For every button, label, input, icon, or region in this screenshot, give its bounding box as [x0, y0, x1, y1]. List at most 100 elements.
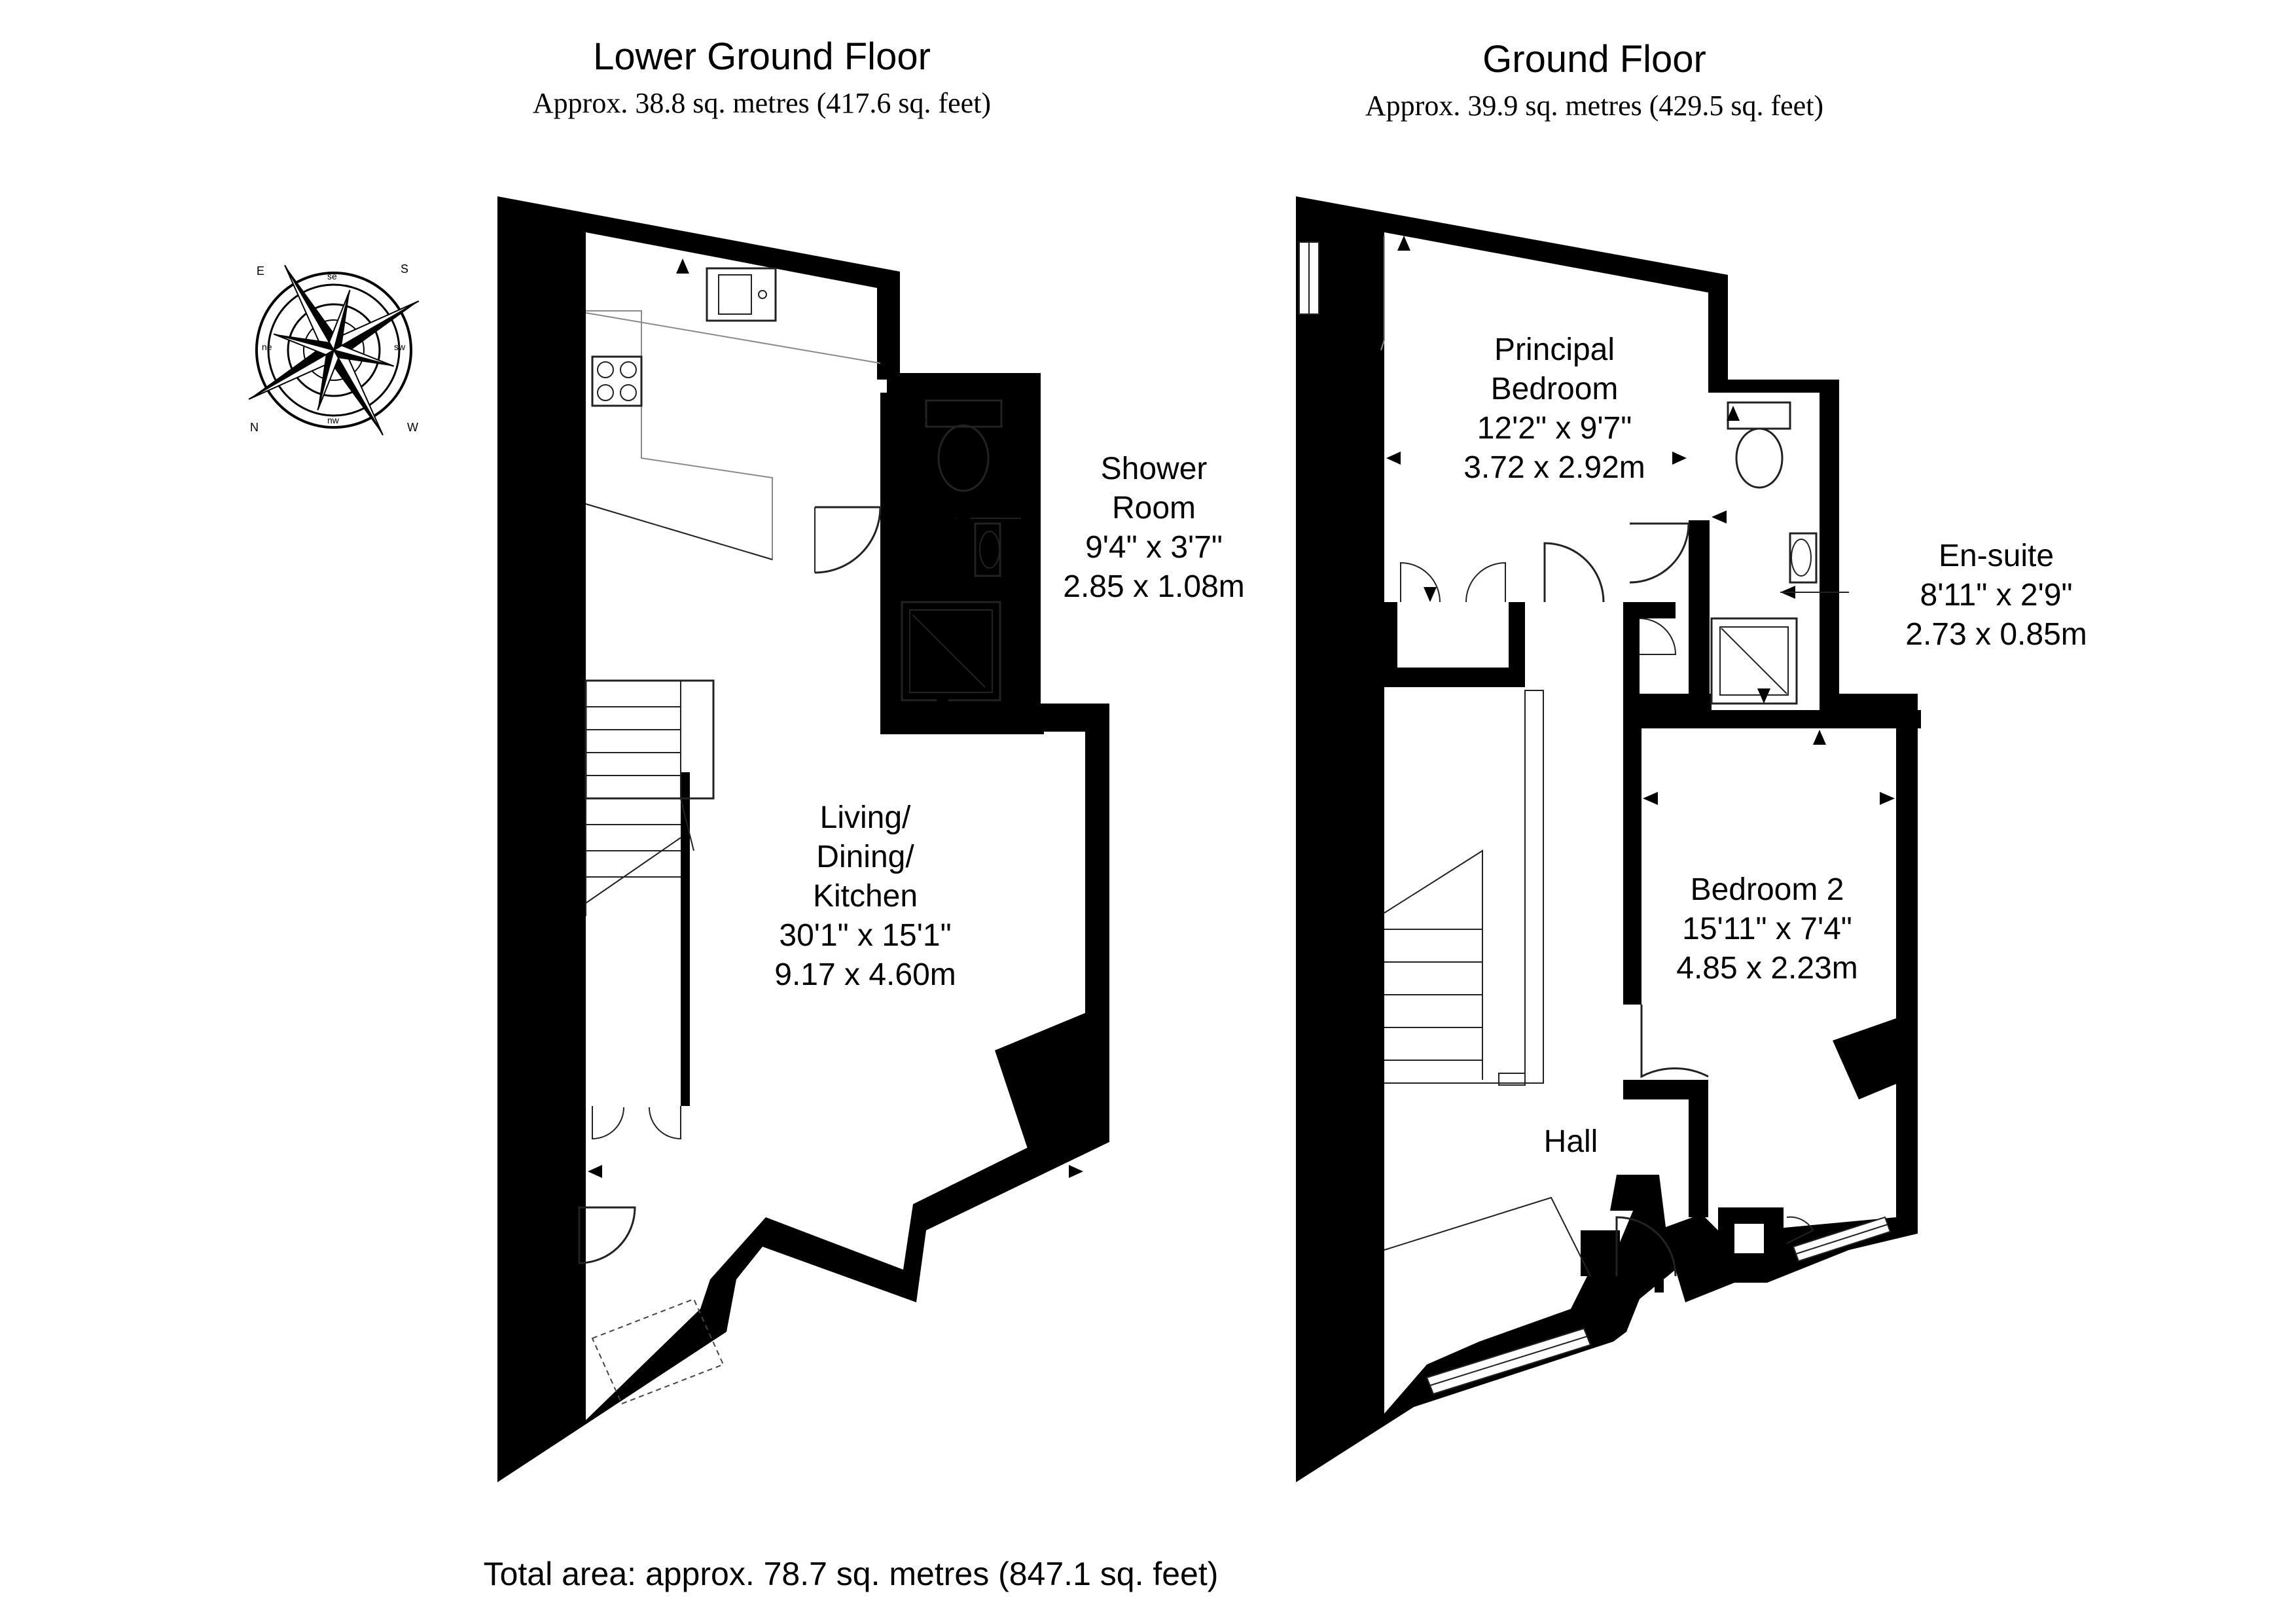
compass-label: ne — [262, 342, 272, 352]
compass-label: sw — [394, 342, 406, 352]
shower-room-door — [814, 506, 882, 574]
shower-tray-icon — [1710, 617, 1798, 705]
principal-bedroom-door — [1543, 542, 1605, 603]
entrance-arrow-icon — [1644, 1253, 1674, 1293]
basin-icon — [974, 522, 1001, 577]
bedroom-2-wall — [1689, 1080, 1708, 1217]
room-metric-size: 2.85 x 1.08m — [1063, 569, 1245, 604]
kitchen-worktop — [585, 310, 773, 561]
ground-floor-walls — [1296, 196, 1918, 1482]
ground-floor-title: Ground Floor — [1482, 38, 1706, 80]
lower-ground-floor-area: Approx. 38.8 sq. metres (417.6 sq. feet) — [533, 87, 991, 119]
ensuite-wall — [1689, 520, 1710, 710]
cupboard-door — [1639, 618, 1677, 655]
dimension-arrow — [936, 698, 949, 713]
shower-room-wall — [880, 713, 1044, 734]
room-name: Shower — [1101, 452, 1208, 486]
room-metric-size: 3.72 x 2.92m — [1463, 450, 1645, 485]
window-reveal — [1380, 236, 1385, 351]
hob-icon — [591, 355, 643, 407]
staircase — [584, 679, 715, 916]
bedroom-2-door — [1640, 1005, 1709, 1079]
lower-ground-floor-title: Lower Ground Floor — [593, 35, 931, 78]
basin-icon — [1789, 532, 1818, 584]
kitchen-worktop-back — [585, 312, 881, 364]
dimension-arrow — [913, 406, 926, 421]
room-label-hall: Hall — [1544, 1124, 1598, 1159]
room-imperial-size: 9'4" x 3'7" — [1085, 530, 1223, 565]
cupboard-wall — [681, 772, 690, 1106]
compass-label: W — [407, 421, 418, 434]
room-imperial-size: 12'2" x 9'7" — [1477, 411, 1632, 446]
front-door — [1615, 1216, 1677, 1277]
dimension-arrow — [1672, 452, 1687, 465]
room-imperial-size: 15'11" x 7'4" — [1682, 912, 1852, 946]
room-label-living-dining-kitchen: Living/ Dining/ Kitchen 30'1" x 15'1" 9.… — [774, 800, 956, 992]
dimension-arrow — [1643, 792, 1658, 805]
cupboard-door — [1786, 1216, 1814, 1244]
compass-rose-icon: E se S ne sw N nw W — [248, 262, 420, 436]
cupboard-wall — [1381, 602, 1397, 674]
kitchen-sink-icon — [706, 267, 777, 322]
room-name: Room — [1112, 491, 1196, 526]
chimney-breast — [995, 1011, 1090, 1149]
ensuite-door — [1629, 522, 1690, 584]
dimension-arrow — [1424, 587, 1437, 602]
room-label-bedroom-2: Bedroom 2 15'11" x 7'4" 4.85 x 2.23m — [1676, 872, 1858, 986]
dimension-arrow — [1813, 730, 1826, 745]
lower-ground-floor-plan: Living/ Dining/ Kitchen 30'1" x 15'1" 9.… — [497, 196, 1245, 1482]
worktop-edge — [585, 503, 773, 560]
dimension-arrow — [588, 1165, 602, 1178]
dimension-arrow — [1069, 1165, 1083, 1178]
dimension-arrow — [1386, 452, 1401, 465]
principal-bedroom-wall — [1381, 668, 1525, 687]
cupboard-doors — [1400, 562, 1506, 603]
porch-void — [1734, 1224, 1764, 1253]
room-name: Bedroom — [1491, 372, 1619, 406]
shower-tray-icon — [901, 601, 1001, 702]
room-name: Living/ — [820, 800, 911, 835]
room-name: Kitchen — [813, 879, 918, 914]
bedroom-2-wall — [1623, 710, 1641, 1005]
dimension-arrow — [956, 512, 971, 525]
total-area: Total area: approx. 78.7 sq. metres (847… — [484, 1556, 1219, 1592]
front-door — [578, 1206, 636, 1264]
toilet-icon — [1727, 401, 1791, 489]
room-imperial-size: 8'11" x 2'9" — [1920, 578, 2073, 613]
room-metric-size: 4.85 x 2.23m — [1676, 951, 1858, 986]
room-name: Dining/ — [816, 840, 914, 874]
bay-window-line — [1384, 1196, 1591, 1277]
staircase — [1384, 690, 1544, 1086]
compass-label: E — [257, 264, 264, 277]
compass-label: se — [327, 271, 337, 281]
dimension-arrow — [1880, 792, 1895, 805]
room-metric-size: 9.17 x 4.60m — [774, 957, 956, 992]
chimney-breast — [1833, 1018, 1898, 1099]
shower-room-wall — [880, 393, 1041, 404]
dimension-arrow — [1712, 510, 1727, 524]
entrance-wall — [524, 1198, 576, 1296]
cupboard-wall — [1509, 602, 1525, 674]
room-name: En-suite — [1939, 539, 2054, 573]
room-imperial-size: 30'1" x 15'1" — [779, 918, 951, 953]
cupboard-doors — [592, 1106, 681, 1140]
toilet-icon — [925, 399, 1003, 492]
room-label-principal-bedroom: Principal Bedroom 12'2" x 9'7" 3.72 x 2.… — [1463, 332, 1645, 485]
room-name: Bedroom 2 — [1691, 872, 1844, 907]
ground-floor-area: Approx. 39.9 sq. metres (429.5 sq. feet) — [1365, 90, 1823, 122]
room-metric-size: 2.73 x 0.85m — [1905, 617, 2087, 652]
dimension-arrow — [676, 259, 689, 274]
bedroom-2-wall — [1623, 710, 1921, 728]
room-label-ensuite: En-suite 8'11" x 2'9" 2.73 x 0.85m — [1905, 539, 2087, 652]
lower-ground-walls — [497, 196, 1109, 1482]
compass-label: nw — [327, 415, 340, 425]
dimension-arrow — [1727, 406, 1740, 421]
compass-label: N — [250, 421, 259, 434]
room-name: Principal — [1494, 332, 1615, 367]
dimension-arrow — [767, 1232, 780, 1247]
room-label-shower-room: Shower Room 9'4" x 3'7" 2.85 x 1.08m — [1063, 452, 1245, 604]
shower-room-wall — [880, 393, 901, 733]
compass-label: S — [401, 262, 408, 276]
ensuite-wall — [1623, 694, 1712, 712]
